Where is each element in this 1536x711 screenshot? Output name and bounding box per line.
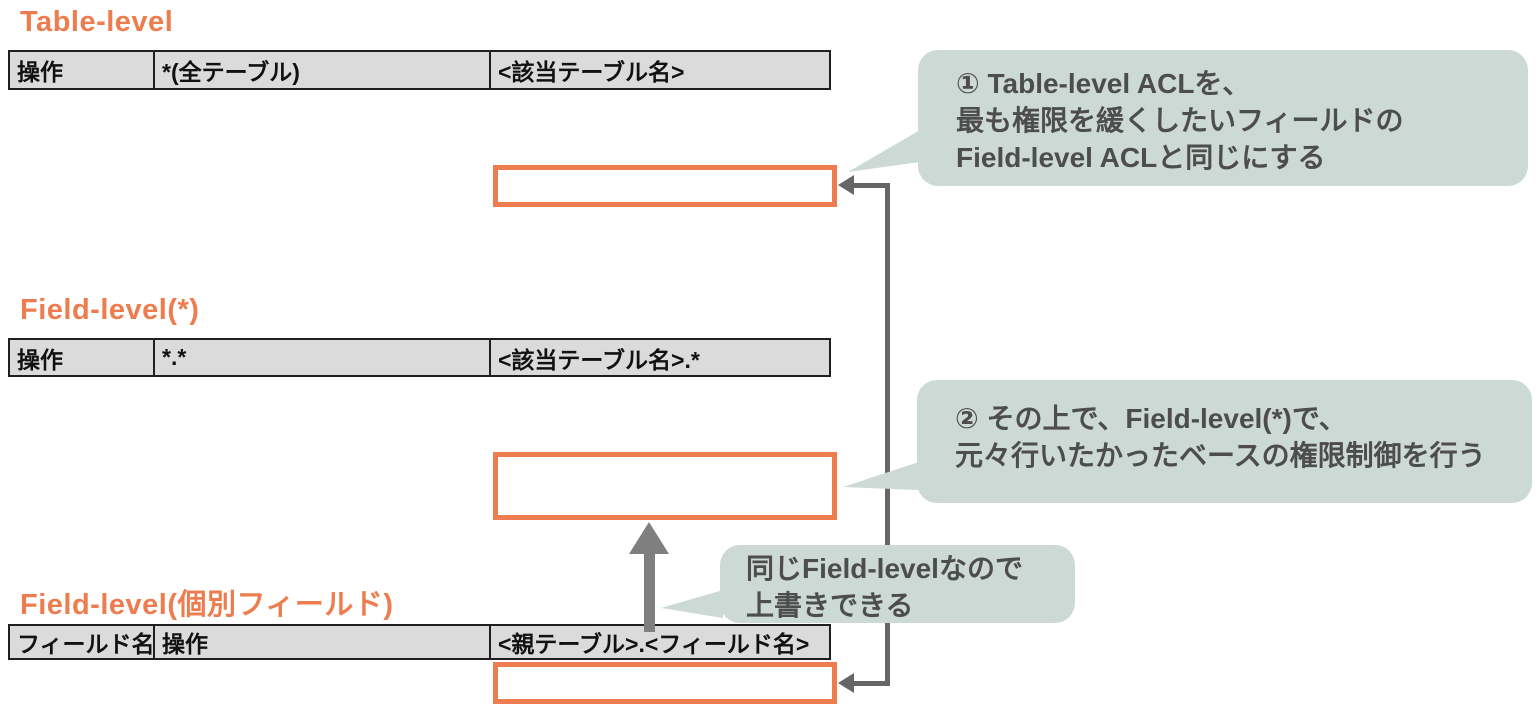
callout-2: ② その上で、Field-level(*)で、 元々行いたかったベースの権限制御… bbox=[917, 380, 1532, 503]
section-title-table-level: Table-level bbox=[20, 6, 174, 38]
acl-header-row-table-level: 操作 *(全テーブル) <該当テーブル名> bbox=[8, 50, 831, 90]
highlight-box-field-level-individual bbox=[493, 662, 837, 704]
acl-header-row-field-level-individual: フィールド名 操作 <親テーブル>.<フィールド名> bbox=[8, 624, 831, 660]
callout-1-line: ① Table-level ACLを、 bbox=[956, 68, 1251, 99]
callout-3-tail bbox=[661, 590, 723, 618]
header-cell-all-tables: *(全テーブル) bbox=[153, 50, 491, 90]
overwrite-arrow-up-icon bbox=[629, 522, 669, 554]
connector-arrowhead-bottom-icon bbox=[838, 673, 854, 693]
callout-3: 同じField-levelなので 上書きできる bbox=[720, 545, 1075, 623]
header-cell-parent-table-field: <親テーブル>.<フィールド名> bbox=[489, 624, 831, 660]
callout-2-line: ② その上で、Field-level(*)で、 bbox=[955, 403, 1347, 434]
callout-2-tail bbox=[843, 462, 919, 490]
connector-arrowhead-top-icon bbox=[838, 175, 854, 195]
connector-segment-vertical bbox=[885, 183, 890, 686]
callout-1-line: 最も権限を緩くしたいフィールドの bbox=[956, 105, 1404, 136]
highlight-box-field-level-star bbox=[493, 452, 837, 520]
callout-1-tail bbox=[848, 130, 920, 172]
header-cell-operation: 操作 bbox=[8, 50, 155, 90]
callout-1-line: Field-level ACLと同じにする bbox=[956, 142, 1326, 173]
section-title-field-level-individual: Field-level(個別フィールド) bbox=[20, 589, 394, 621]
header-cell-operation: 操作 bbox=[8, 338, 155, 377]
callout-2-line: 元々行いたかったベースの権限制御を行う bbox=[955, 440, 1486, 471]
header-cell-target-table-star: <該当テーブル名>.* bbox=[489, 338, 831, 377]
connector-segment-top bbox=[852, 183, 890, 188]
section-title-field-level-star: Field-level(*) bbox=[20, 294, 200, 326]
header-cell-star-dot-star: *.* bbox=[153, 338, 491, 377]
header-cell-field-name: フィールド名 bbox=[8, 624, 155, 660]
header-cell-operation: 操作 bbox=[153, 624, 491, 660]
callout-3-line: 上書きできる bbox=[746, 590, 914, 621]
callout-1: ① Table-level ACLを、 最も権限を緩くしたいフィールドの Fie… bbox=[918, 50, 1528, 186]
acl-header-row-field-level-star: 操作 *.* <該当テーブル名>.* bbox=[8, 338, 831, 377]
header-cell-target-table: <該当テーブル名> bbox=[489, 50, 831, 90]
connector-segment-bottom bbox=[852, 681, 890, 686]
highlight-box-table-level bbox=[493, 165, 837, 207]
overwrite-arrow-shaft bbox=[644, 552, 655, 632]
callout-3-line: 同じField-levelなので bbox=[746, 553, 1023, 584]
